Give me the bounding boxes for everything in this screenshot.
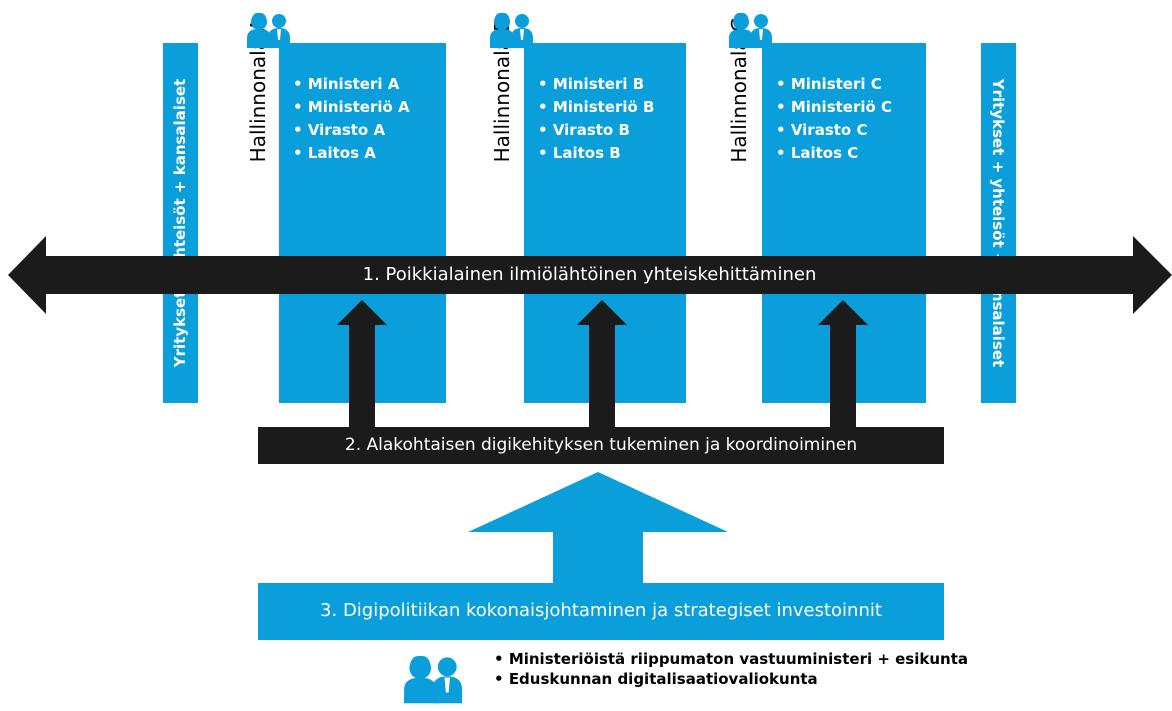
list-item: Ministeriö C <box>776 96 892 119</box>
list-item: Ministeri A <box>293 73 410 96</box>
list-item: Ministeriö A <box>293 96 410 119</box>
left-side-bar <box>163 43 198 403</box>
people-icon <box>404 655 463 704</box>
column-b-list: Ministeri B Ministeriö B Virasto B Laito… <box>538 73 655 165</box>
list-item: Ministeri B <box>538 73 654 96</box>
bar-3-label: 3. Digipolitiikan kokonaisjohtaminen ja … <box>320 600 882 621</box>
up-arrow-b <box>577 300 627 428</box>
list-item: Ministeriöistä riippumaton vastuuministe… <box>494 649 968 669</box>
list-item: Virasto A <box>293 119 410 142</box>
people-icon <box>490 12 533 48</box>
bottom-list: Ministeriöistä riippumaton vastuuministe… <box>494 649 968 689</box>
list-item: Virasto C <box>776 119 892 142</box>
list-item: Laitos C <box>776 142 892 165</box>
up-arrows <box>337 300 868 428</box>
list-item: Laitos A <box>293 142 410 165</box>
right-side-bar <box>981 43 1016 403</box>
column-c-list: Ministeri C Ministeriö C Virasto C Laito… <box>776 73 892 165</box>
list-item: Ministeriö B <box>538 96 655 119</box>
people-icon <box>729 12 772 48</box>
list-item: Virasto B <box>538 119 654 142</box>
bar-2-label: 2. Alakohtaisen digikehityksen tukeminen… <box>344 435 858 455</box>
people-icon <box>247 12 290 48</box>
up-arrow-a <box>337 300 387 428</box>
bar-2 <box>258 427 944 464</box>
list-item: Eduskunnan digitalisaatiovaliokunta <box>494 669 968 689</box>
up-arrow-c <box>818 300 868 428</box>
bar-3 <box>258 583 944 640</box>
list-item: Laitos B <box>538 142 654 165</box>
double-arrow-main <box>8 236 1172 314</box>
big-up-arrow <box>468 472 728 584</box>
list-item: Ministeri C <box>776 73 892 96</box>
column-a-list: Ministeri A Ministeriö A Virasto A Laito… <box>293 73 410 165</box>
arrow-1-label: 1. Poikkialainen ilmiölähtöinen yhteiske… <box>362 264 817 285</box>
